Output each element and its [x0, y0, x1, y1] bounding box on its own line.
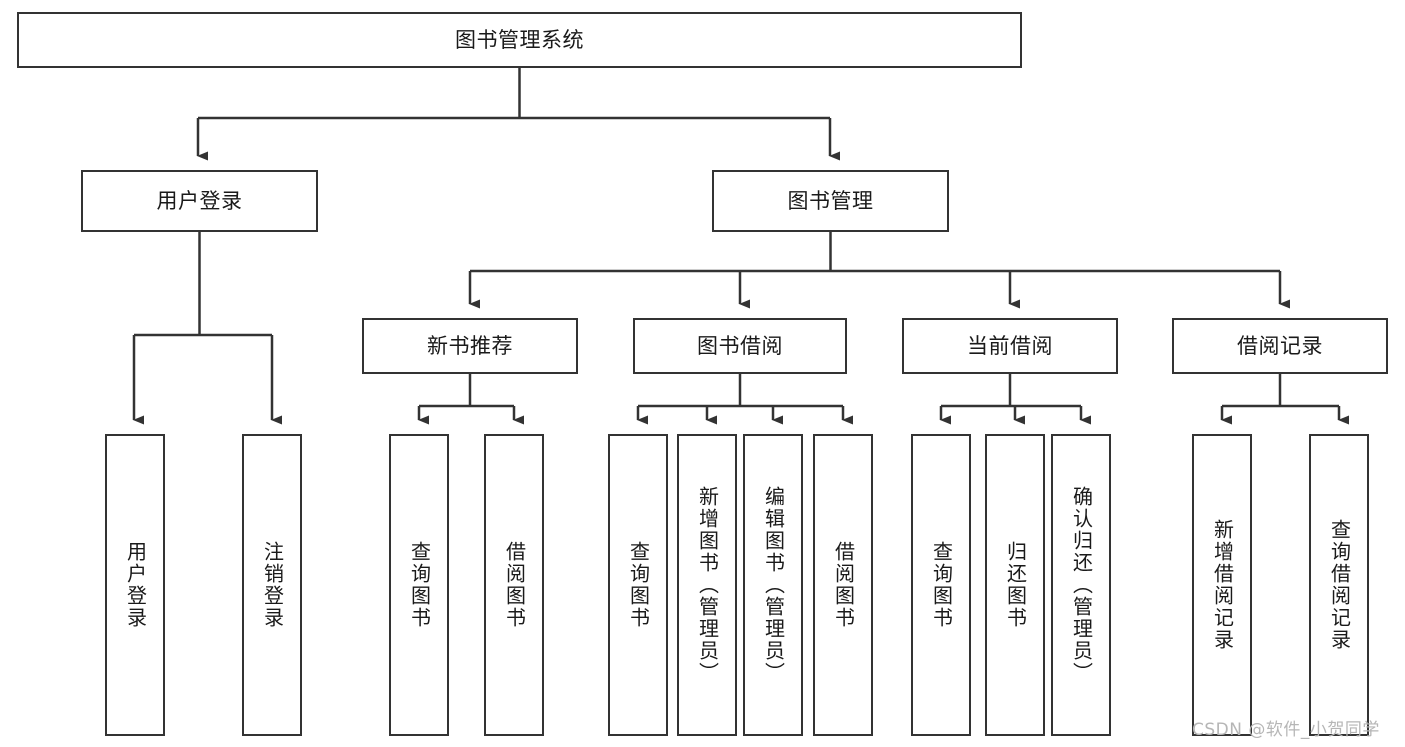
node-book-borrow[interactable]: 图书借阅 [633, 318, 847, 374]
leaf-confirm-return-admin-label: 确认归还（管理员） [1069, 486, 1094, 684]
leaf-borrow-book[interactable]: 借阅图书 [813, 434, 873, 736]
leaf-query-book-borrow-label: 查询图书 [626, 541, 651, 629]
node-book-management-label: 图书管理 [787, 188, 874, 213]
node-book-borrow-label: 图书借阅 [697, 333, 783, 358]
node-borrow-record-label: 借阅记录 [1237, 333, 1323, 358]
node-user-login[interactable]: 用户登录 [81, 170, 318, 232]
leaf-add-borrow-record[interactable]: 新增借阅记录 [1192, 434, 1252, 736]
node-borrow-record[interactable]: 借阅记录 [1172, 318, 1388, 374]
leaf-add-book-admin[interactable]: 新增图书（管理员） [677, 434, 737, 736]
leaf-user-login[interactable]: 用户登录 [105, 434, 165, 736]
leaf-edit-book-admin-label: 编辑图书（管理员） [761, 486, 786, 684]
node-current-borrow[interactable]: 当前借阅 [902, 318, 1118, 374]
leaf-borrow-book-rec[interactable]: 借阅图书 [484, 434, 544, 736]
leaf-edit-book-admin[interactable]: 编辑图书（管理员） [743, 434, 803, 736]
leaf-query-book-rec-label: 查询图书 [407, 541, 432, 629]
leaf-return-book[interactable]: 归还图书 [985, 434, 1045, 736]
leaf-borrow-book-rec-label: 借阅图书 [502, 541, 527, 629]
leaf-logout[interactable]: 注销登录 [242, 434, 302, 736]
leaf-confirm-return-admin[interactable]: 确认归还（管理员） [1051, 434, 1111, 736]
node-root-system[interactable]: 图书管理系统 [17, 12, 1022, 68]
leaf-borrow-book-label: 借阅图书 [831, 541, 856, 629]
leaf-add-borrow-record-label: 新增借阅记录 [1210, 519, 1235, 651]
watermark-text: CSDN @软件_小贺同学 [1192, 720, 1380, 740]
leaf-query-book-borrow[interactable]: 查询图书 [608, 434, 668, 736]
node-new-book-recommend[interactable]: 新书推荐 [362, 318, 578, 374]
leaf-query-book-rec[interactable]: 查询图书 [389, 434, 449, 736]
leaf-add-book-admin-label: 新增图书（管理员） [695, 486, 720, 684]
node-user-login-label: 用户登录 [156, 188, 243, 213]
leaf-query-book-current-label: 查询图书 [929, 541, 954, 629]
node-book-management[interactable]: 图书管理 [712, 170, 949, 232]
leaf-query-book-current[interactable]: 查询图书 [911, 434, 971, 736]
leaf-user-login-label: 用户登录 [123, 541, 148, 629]
leaf-query-borrow-record[interactable]: 查询借阅记录 [1309, 434, 1369, 736]
node-new-book-recommend-label: 新书推荐 [427, 333, 513, 358]
leaf-query-borrow-record-label: 查询借阅记录 [1327, 519, 1352, 651]
node-current-borrow-label: 当前借阅 [967, 333, 1053, 358]
leaf-return-book-label: 归还图书 [1003, 541, 1028, 629]
leaf-logout-label: 注销登录 [260, 541, 285, 629]
node-root-label: 图书管理系统 [455, 27, 584, 52]
